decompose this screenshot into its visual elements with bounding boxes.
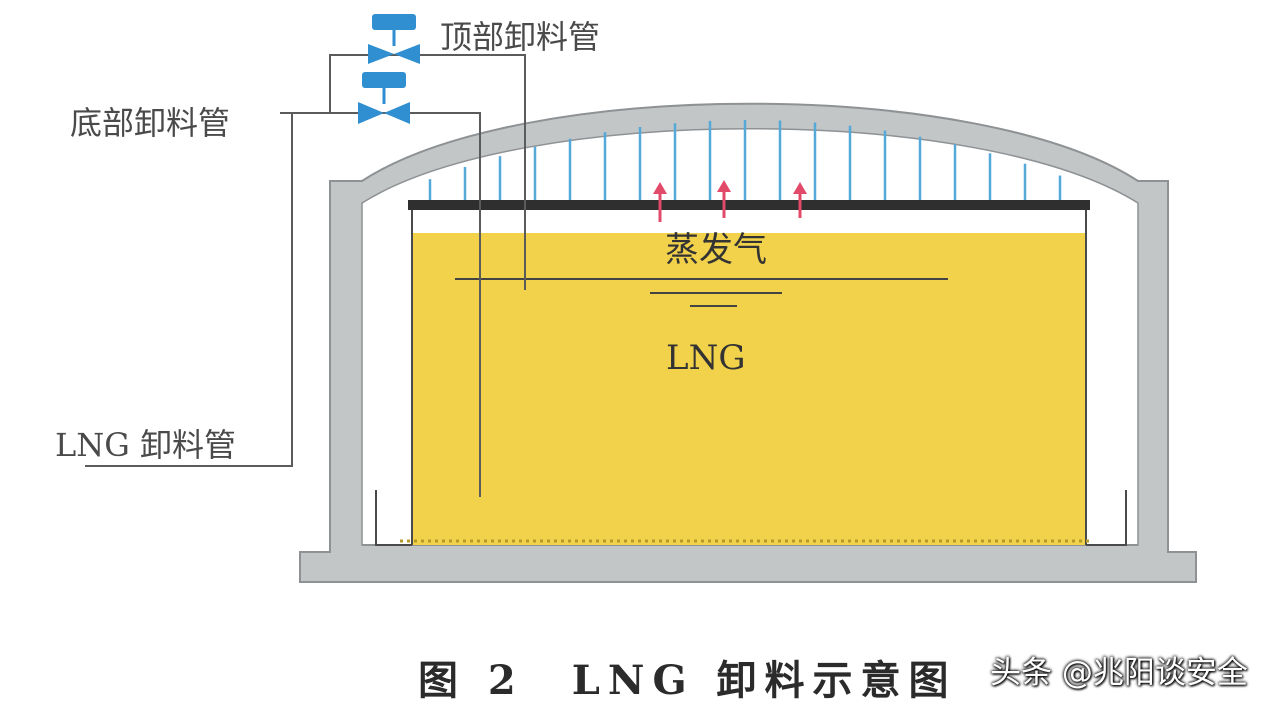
bottom-unload-pipe-label: 底部卸料管 xyxy=(70,104,231,142)
lng-unload-pipe xyxy=(85,112,330,467)
up-arrow-icon xyxy=(653,182,667,222)
vapor-arrows xyxy=(653,180,807,222)
suspended-deck xyxy=(408,200,1090,210)
top-unload-pipe xyxy=(329,54,526,290)
inner-tank-right-foot xyxy=(1086,490,1127,546)
boil-off-gas-label: 蒸发气 xyxy=(665,230,767,270)
inner-tank-left-foot xyxy=(375,490,412,546)
valve-icon xyxy=(368,14,420,64)
valve-icon xyxy=(358,72,410,124)
hanger-rods xyxy=(428,120,1062,200)
lng-unload-pipe-label: LNG 卸料管 xyxy=(55,426,236,464)
up-arrow-icon xyxy=(793,182,807,218)
top-unload-pipe-label: 顶部卸料管 xyxy=(440,18,601,56)
watermark: 头条 @兆阳谈安全 xyxy=(990,655,1248,691)
up-arrow-icon xyxy=(717,180,731,218)
lng-label: LNG xyxy=(666,338,746,378)
figure-caption: 图 2 LNG 卸料示意图 xyxy=(418,657,957,704)
